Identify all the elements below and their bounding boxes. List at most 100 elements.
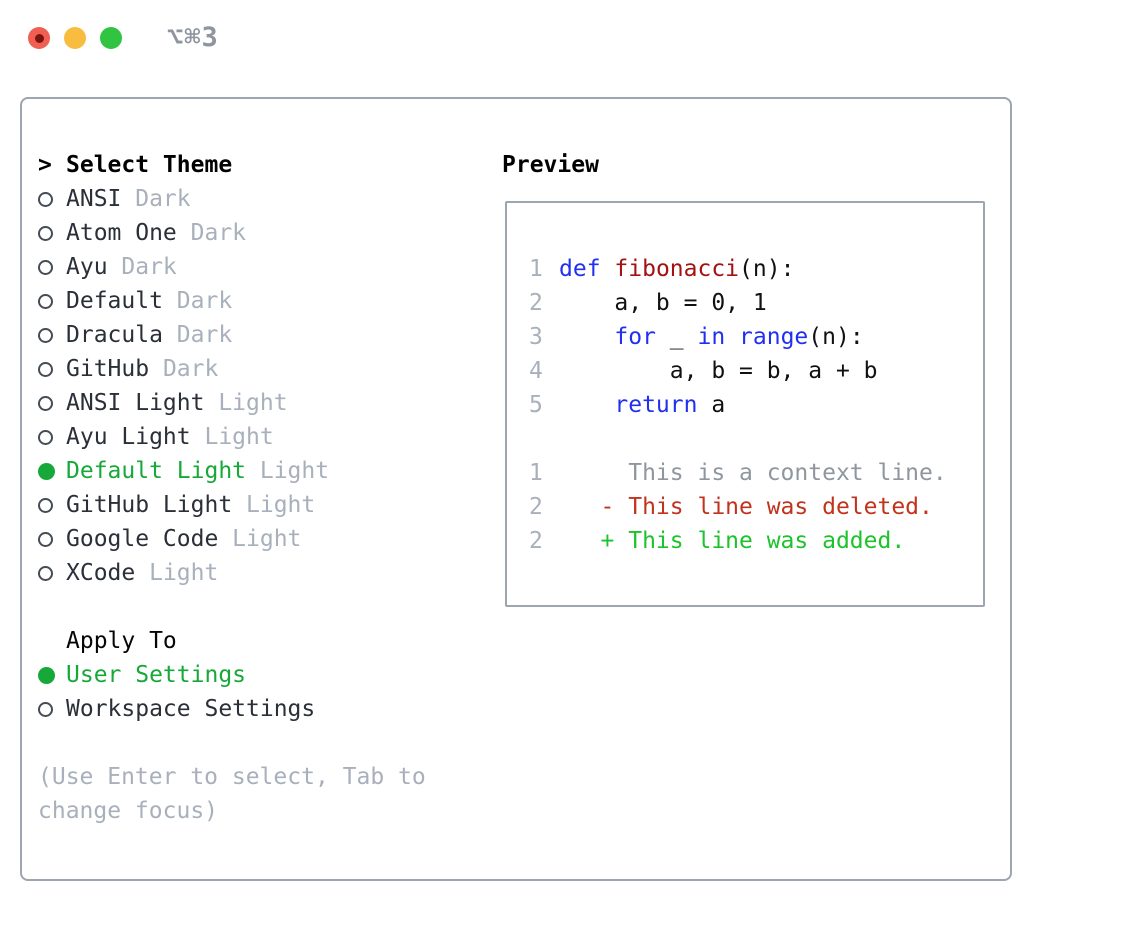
code-content: return a xyxy=(559,392,725,418)
prompt-icon: > xyxy=(38,152,52,178)
code-segment: + This line was added. xyxy=(559,528,906,554)
select-theme-title: Select Theme xyxy=(66,152,233,178)
code-line: 2 - This line was deleted. xyxy=(529,490,983,524)
theme-option[interactable]: Default Dark xyxy=(38,284,426,318)
code-line: 3 for _ in range(n): xyxy=(529,320,983,354)
theme-variant-tag: Light xyxy=(149,560,219,586)
theme-name: GitHub Light xyxy=(66,492,233,518)
code-segment: - This line was deleted. xyxy=(559,494,933,520)
theme-name: Default xyxy=(66,288,163,314)
apply-option-name: User Settings xyxy=(66,662,247,688)
theme-option[interactable]: XCode Light xyxy=(38,556,426,590)
theme-name: Ayu xyxy=(66,254,108,280)
theme-name: Google Code xyxy=(66,526,219,552)
radio-icon xyxy=(38,497,53,513)
theme-name: Dracula xyxy=(66,322,163,348)
code-segment: range xyxy=(739,324,809,350)
radio-selected-icon xyxy=(38,462,55,480)
radio-icon xyxy=(38,191,53,207)
theme-variant-tag: Light xyxy=(259,458,330,484)
line-number: 5 xyxy=(529,392,543,418)
code-segment: def xyxy=(559,256,601,282)
code-line: 2 a, b = 0, 1 xyxy=(529,286,983,320)
theme-name: Ayu Light xyxy=(66,424,191,450)
code-content: a, b = b, a + b xyxy=(559,358,878,384)
radio-icon xyxy=(38,429,53,445)
radio-icon xyxy=(38,327,53,343)
code-segment: a xyxy=(697,392,726,418)
theme-variant-tag: Light xyxy=(246,492,316,518)
theme-variant-tag: Dark xyxy=(162,356,219,382)
code-content: a, b = 0, 1 xyxy=(559,290,767,316)
help-line: change focus) xyxy=(38,798,219,824)
theme-option[interactable]: GitHub Light Light xyxy=(38,488,426,522)
minimize-button[interactable] xyxy=(64,27,86,49)
radio-icon xyxy=(38,395,53,411)
theme-variant-tag: Light xyxy=(218,390,288,416)
code-segment: _ xyxy=(655,324,698,350)
code-content: - This line was deleted. xyxy=(559,494,933,520)
line-number: 2 xyxy=(529,290,543,316)
theme-option[interactable]: Default Light Light xyxy=(38,454,426,488)
close-dot-icon xyxy=(34,33,44,43)
radio-icon xyxy=(38,531,53,547)
theme-name: XCode xyxy=(66,560,136,586)
radio-icon xyxy=(38,565,53,581)
preview-title: Preview xyxy=(502,152,599,178)
line-number: 3 xyxy=(529,324,543,350)
theme-option[interactable]: GitHub Dark xyxy=(38,352,426,386)
apply-option[interactable]: User Settings xyxy=(38,658,426,692)
code-segment: for xyxy=(614,324,656,350)
code-line: 1 def fibonacci(n): xyxy=(529,252,983,286)
theme-option[interactable]: ANSI Light Light xyxy=(38,386,426,420)
code-segment: return xyxy=(614,392,698,418)
spacer xyxy=(38,590,426,624)
code-segment xyxy=(601,256,615,282)
zoom-button[interactable] xyxy=(100,27,122,49)
close-button[interactable] xyxy=(28,27,50,49)
radio-icon xyxy=(38,259,53,275)
apply-to-title: Apply To xyxy=(66,628,177,654)
code-line xyxy=(529,422,983,456)
theme-name: Atom One xyxy=(66,220,177,246)
apply-option-name: Workspace Settings xyxy=(66,696,316,722)
theme-variant-tag: Light xyxy=(204,424,274,450)
code-segment: (n): xyxy=(739,256,795,282)
theme-option[interactable]: Atom One Dark xyxy=(38,216,426,250)
code-segment: in xyxy=(697,324,726,350)
code-segment: a, b = 0, 1 xyxy=(559,290,767,316)
code-line: 1 This is a context line. xyxy=(529,456,983,490)
code-segment: fibonacci xyxy=(614,256,740,282)
theme-name: ANSI Light xyxy=(66,390,205,416)
radio-icon xyxy=(38,701,53,717)
line-number: 1 xyxy=(529,460,543,486)
window-shortcut-label: ⌥⌘3 xyxy=(167,22,219,53)
code-line: 5 return a xyxy=(529,388,983,422)
radio-icon xyxy=(38,293,53,309)
select-theme-header: > Select Theme xyxy=(38,148,426,182)
theme-option[interactable]: Ayu Light Light xyxy=(38,420,426,454)
help-text: (Use Enter to select, Tab to change focus… xyxy=(38,760,426,828)
code-line: 2 + This line was added. xyxy=(529,524,983,558)
theme-name: Default Light xyxy=(66,458,247,484)
theme-variant-tag: Dark xyxy=(176,288,233,314)
line-number: 4 xyxy=(529,358,543,384)
theme-name: GitHub xyxy=(66,356,150,382)
line-number: 1 xyxy=(529,256,543,282)
help-line: (Use Enter to select, Tab to xyxy=(38,764,426,790)
theme-variant-tag: Dark xyxy=(190,220,247,246)
code-content: for _ in range(n): xyxy=(559,324,863,350)
code-content: def fibonacci(n): xyxy=(559,256,794,282)
code-segment xyxy=(725,324,739,350)
apply-option[interactable]: Workspace Settings xyxy=(38,692,426,726)
